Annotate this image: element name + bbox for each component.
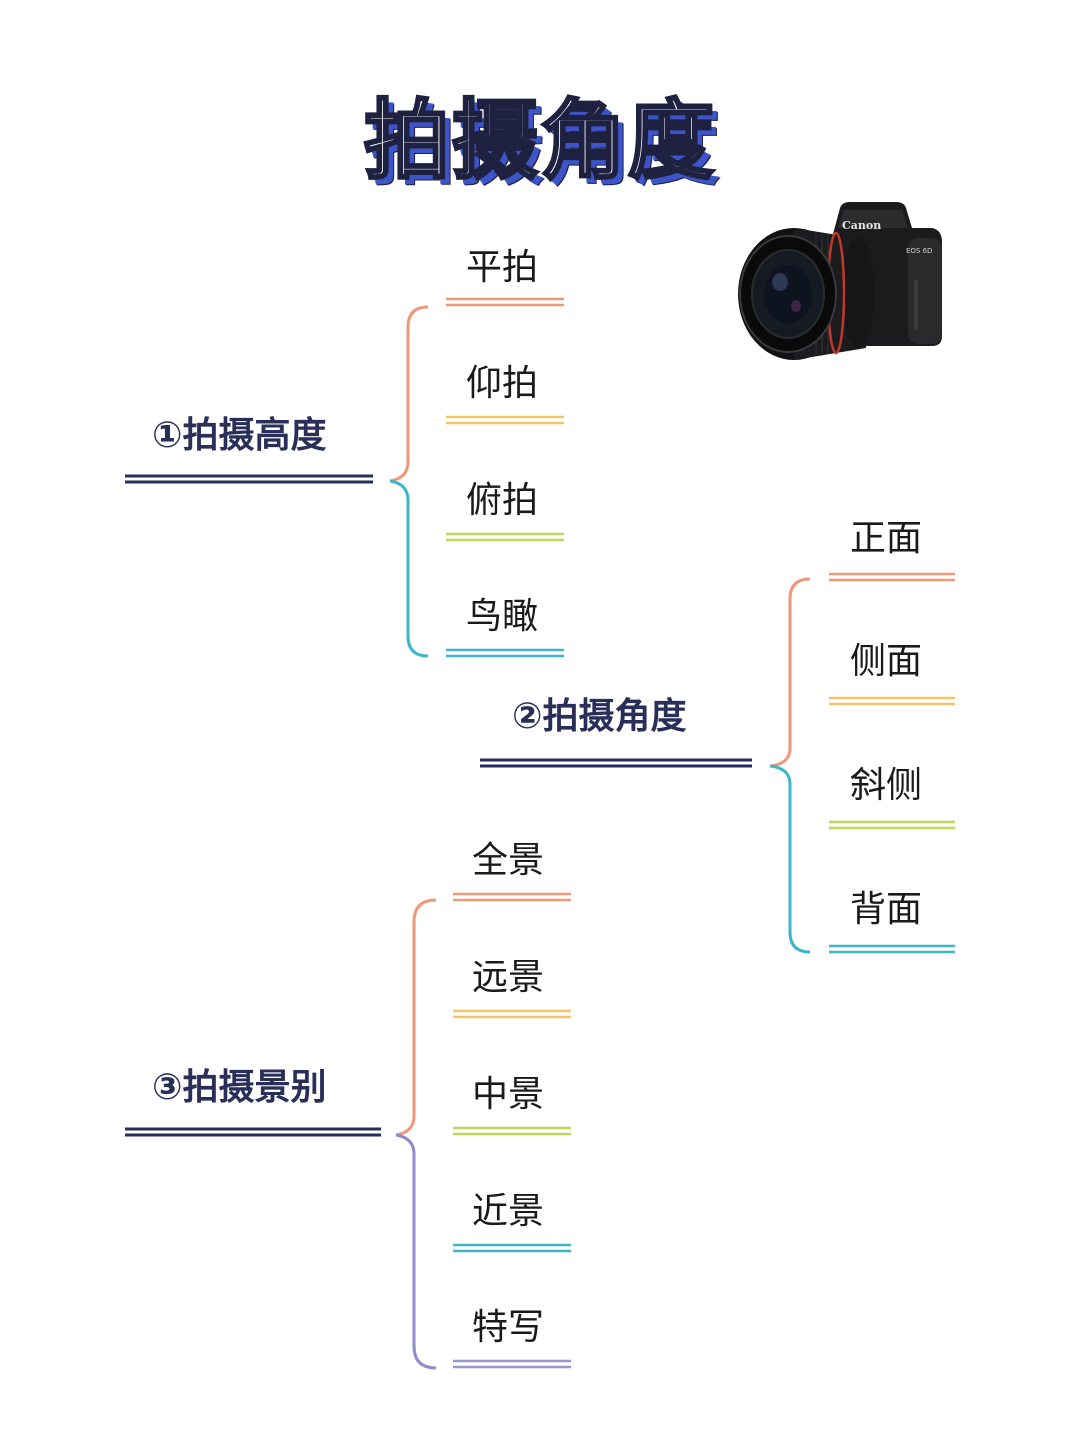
item-underline-close-shot (453, 1243, 571, 1253)
item-underline-close-up (453, 1359, 571, 1369)
brace-angle-top (769, 577, 811, 768)
brace-angle-bottom (769, 764, 811, 954)
camera-brand-text: Canon (842, 219, 881, 232)
category-underline-angle (480, 758, 752, 768)
item-underline-birds-eye (446, 648, 564, 658)
item-label-close-up: 特写 (472, 1307, 545, 1348)
item-label-front: 正面 (850, 518, 923, 559)
item-underline-oblique (829, 820, 955, 830)
item-label-side: 侧面 (850, 641, 923, 682)
item-underline-front (829, 572, 955, 582)
category-label-height: ①拍摄高度 (152, 415, 327, 456)
item-underline-high-angle (446, 532, 564, 542)
item-underline-low-angle (446, 415, 564, 425)
item-label-back: 背面 (850, 889, 923, 930)
category-label-angle: ②拍摄角度 (512, 696, 687, 737)
category-underline-shot-size (125, 1127, 381, 1137)
category-underline-height (125, 474, 373, 484)
item-label-high-angle: 俯拍 (466, 480, 539, 521)
camera-model-text: EOS 6D (906, 247, 932, 255)
item-label-medium-shot: 中景 (472, 1074, 545, 1115)
brace-height-top (389, 305, 429, 483)
item-underline-medium-shot (453, 1126, 571, 1136)
item-label-low-angle: 仰拍 (466, 363, 539, 404)
item-underline-level (446, 297, 564, 307)
brace-height-bottom (389, 479, 429, 658)
item-label-birds-eye: 鸟瞰 (466, 596, 539, 637)
brace-shot-size-bottom (395, 1133, 437, 1370)
item-label-oblique: 斜侧 (850, 765, 923, 806)
item-underline-side (829, 696, 955, 706)
item-label-full-shot: 全景 (472, 840, 545, 881)
camera-icon: Canon EOS 6D (738, 202, 942, 360)
item-label-long-shot: 远景 (472, 957, 545, 998)
brace-shot-size-top (395, 898, 437, 1137)
item-underline-long-shot (453, 1009, 571, 1019)
item-label-close-shot: 近景 (472, 1191, 545, 1232)
page-title: 拍摄角度 (363, 90, 716, 193)
item-underline-back (829, 944, 955, 954)
category-label-shot-size: ③拍摄景别 (152, 1067, 327, 1108)
item-label-level: 平拍 (466, 247, 539, 288)
item-underline-full-shot (453, 892, 571, 902)
